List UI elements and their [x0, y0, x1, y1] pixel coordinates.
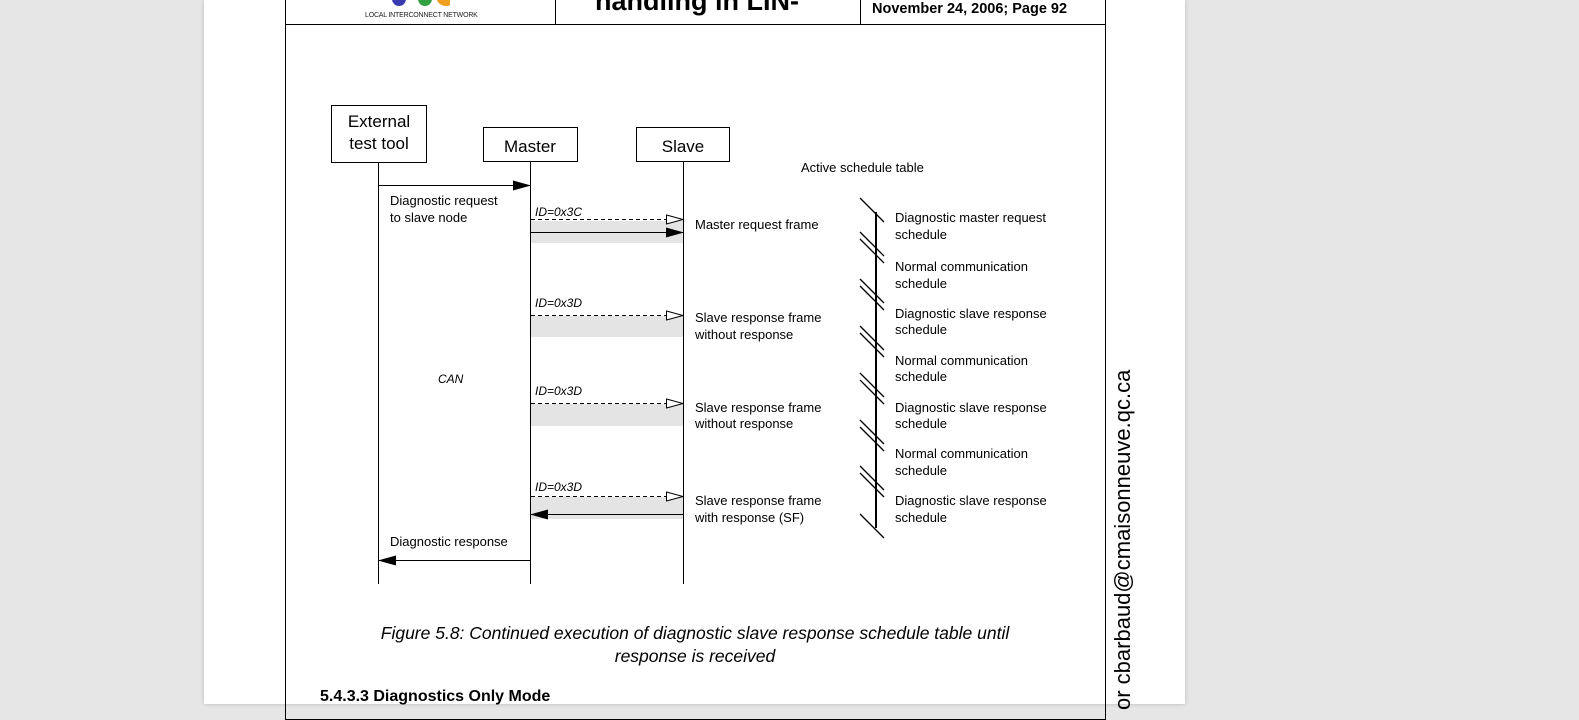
frame-band — [531, 316, 683, 337]
caption-line: response is received — [614, 646, 776, 666]
id-label: ID=0x3D — [535, 480, 582, 494]
schedule-label: schedule — [895, 322, 947, 337]
frame-label: with response (SF) — [694, 510, 804, 525]
actor-external-tool — [331, 105, 427, 163]
actor-master — [483, 127, 578, 162]
frame-label: without response — [694, 416, 793, 431]
schedule-label: Diagnostic master request — [895, 210, 1046, 225]
caption-line: Figure 5.8: Continued execution of diagn… — [380, 623, 1010, 643]
schedule-label: schedule — [895, 416, 947, 431]
schedule-label: Diagnostic slave response — [895, 400, 1047, 415]
schedule-break-marks — [859, 197, 885, 539]
watermark: or cbarbaud@cmaisonneuve.qc.ca — [1110, 369, 1135, 710]
id-label: ID=0x3D — [535, 296, 582, 310]
actor-label: Slave — [662, 137, 705, 156]
schedule-label: Diagnostic slave response — [895, 493, 1047, 508]
schedule-label: schedule — [895, 369, 947, 384]
document-title: handling in LIN- — [595, 0, 799, 16]
actor-slave — [636, 127, 730, 162]
actor-label: test tool — [349, 134, 409, 153]
frame-band — [531, 404, 683, 426]
logo-text: LOCAL INTERCONNECT NETWORK — [365, 12, 478, 19]
header-cell-divider — [860, 0, 861, 24]
frame-label: Master request frame — [695, 217, 819, 232]
bus-label: CAN — [438, 372, 464, 386]
sequence-diagram: External test tool Master Slave Diagnost… — [331, 105, 1047, 584]
active-schedule-title: Active schedule table — [801, 160, 924, 175]
frame-label: Slave response frame — [695, 493, 821, 508]
frame-band — [531, 497, 683, 519]
frame-label: without response — [694, 327, 793, 342]
schedule-label: Normal communication — [895, 353, 1028, 368]
id-label: ID=0x3D — [535, 384, 582, 398]
schedule-label: schedule — [895, 463, 947, 478]
schedule-label: schedule — [895, 510, 947, 525]
header-divider — [285, 24, 1106, 25]
request-label: to slave node — [390, 210, 467, 225]
schedule-label: Normal communication — [895, 259, 1028, 274]
id-label: ID=0x3C — [535, 205, 582, 219]
schedule-label: Diagnostic slave response — [895, 306, 1047, 321]
date-page: November 24, 2006; Page 92 — [872, 1, 1068, 17]
response-label: Diagnostic response — [390, 534, 508, 549]
schedule-label: Normal communication — [895, 446, 1028, 461]
request-label: Diagnostic request — [390, 193, 498, 208]
frame-label: Slave response frame — [695, 400, 821, 415]
actor-label: External — [348, 112, 410, 131]
schedule-label: schedule — [895, 276, 947, 291]
actor-label: Master — [504, 137, 556, 156]
section-heading: 5.4.3.3 Diagnostics Only Mode — [320, 688, 551, 705]
schedule-label: schedule — [895, 227, 947, 242]
figure-caption: Figure 5.8: Continued execution of diagn… — [300, 622, 1090, 668]
frame-label: Slave response frame — [695, 310, 821, 325]
header-cell-divider — [555, 0, 556, 24]
